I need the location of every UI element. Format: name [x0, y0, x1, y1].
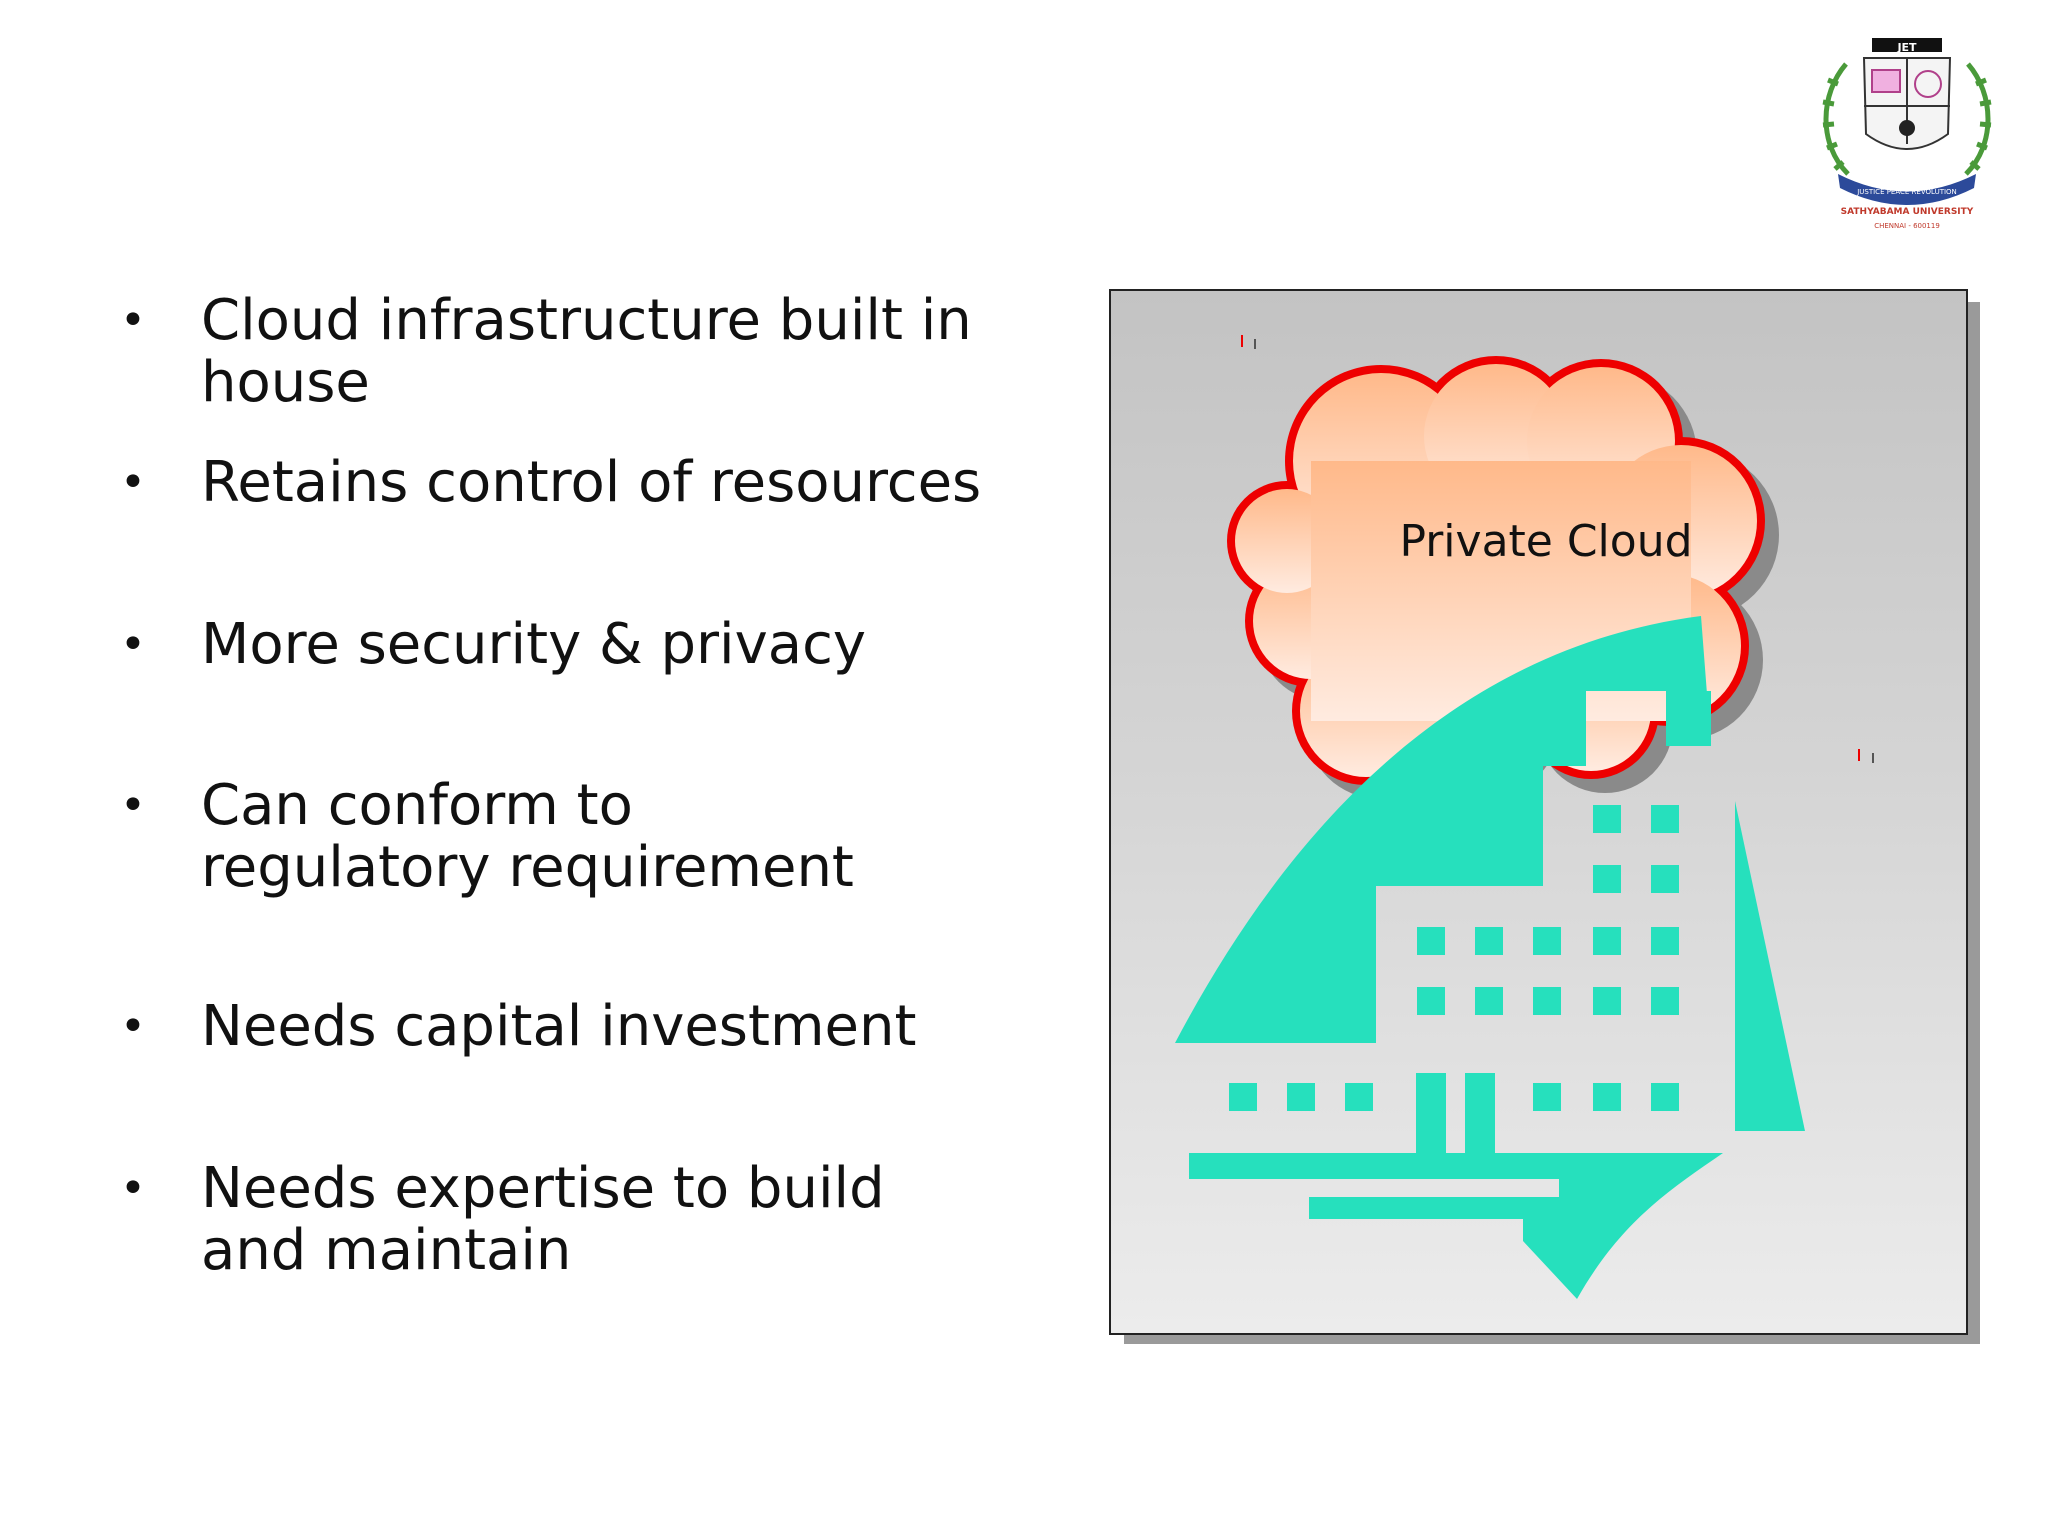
laurel-wreath-icon — [1822, 62, 1992, 176]
bullet-dot: • — [120, 457, 146, 508]
mortarboard-icon — [1872, 38, 1942, 52]
stray-marks — [1241, 335, 1874, 763]
logo-location: CHENNAI - 600119 — [1874, 222, 1940, 230]
logo-title: JET — [1896, 41, 1917, 54]
bullet-dot: • — [120, 295, 146, 346]
building-icon — [1175, 616, 1805, 1299]
bullet-text: Needs expertise to build and maintain — [201, 1156, 885, 1283]
computer-icon — [1871, 69, 1901, 93]
gear-icon — [1899, 120, 1915, 136]
bullet-text: Cloud infrastructure built in house — [201, 288, 972, 415]
bullet-dot: • — [120, 1001, 146, 1052]
bullet-dot: • — [120, 1163, 146, 1214]
bullet-text: Retains control of resources — [201, 450, 982, 515]
university-logo: JET JUSTICE PEACE REVOLUTION SATHYABAMA … — [1808, 24, 2006, 234]
bullet-dot: • — [120, 619, 146, 670]
satellite-dish-icon — [1914, 70, 1942, 98]
bullet-text: Needs capital investment — [201, 994, 917, 1059]
cloud-label: Private Cloud — [1399, 516, 1693, 567]
motto-ribbon — [1838, 174, 1976, 205]
logo-institution: SATHYABAMA UNIVERSITY — [1841, 207, 1974, 217]
logo-motto: JUSTICE PEACE REVOLUTION — [1856, 188, 1957, 196]
private-cloud-figure: Private Cloud — [1109, 289, 1968, 1335]
bullet-text: More security & privacy — [201, 612, 866, 677]
bullet-text: Can conform to regulatory requirement — [201, 773, 854, 900]
bullet-dot: • — [120, 780, 146, 831]
